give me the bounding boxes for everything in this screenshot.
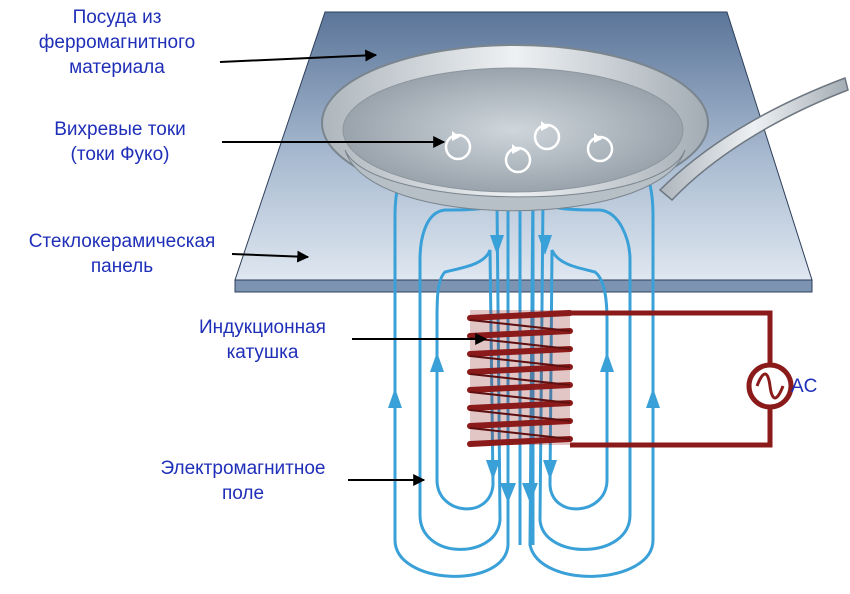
eddy-current-icon — [504, 144, 532, 174]
label-field: Электромагнитное поле — [160, 458, 326, 504]
arrow-up-icon — [646, 388, 660, 408]
label-ac: AC — [791, 376, 818, 397]
eddy-current-icon — [586, 133, 614, 163]
arrow-down-icon — [538, 235, 552, 255]
field-line-left-inner — [435, 249, 495, 511]
ac-wave-icon — [755, 372, 785, 400]
induction-coil — [467, 310, 573, 447]
eddy-current-icon — [533, 121, 561, 151]
pan-inner — [342, 67, 684, 193]
ac-circuit — [570, 310, 794, 448]
field-line-right-mid — [538, 199, 632, 551]
arrow-up-icon — [388, 388, 402, 408]
arrow-down-icon — [490, 235, 504, 255]
pan-bottom — [344, 149, 686, 212]
arrow-down-icon — [543, 460, 557, 480]
arrow-up-icon — [600, 352, 614, 372]
label-coil: Индукционная катушка — [199, 317, 326, 363]
arrow-up-icon — [430, 352, 444, 372]
arrow-down-icon — [486, 460, 500, 480]
eddy-currents — [444, 121, 614, 174]
arrow-down-icon — [522, 483, 538, 503]
arrow-down-icon — [500, 483, 516, 503]
field-line-left-mid — [418, 199, 502, 551]
label-cookware: Посуда из ферромагнитного материала — [38, 7, 196, 78]
label-eddy-currents: Вихревые токи (токи Фуко) — [54, 119, 186, 165]
pointer-arrows — [219, 49, 488, 486]
label-panel: Стеклокерамическая панель — [28, 231, 216, 277]
pan-handle — [658, 77, 849, 202]
eddy-current-icon — [444, 131, 472, 161]
